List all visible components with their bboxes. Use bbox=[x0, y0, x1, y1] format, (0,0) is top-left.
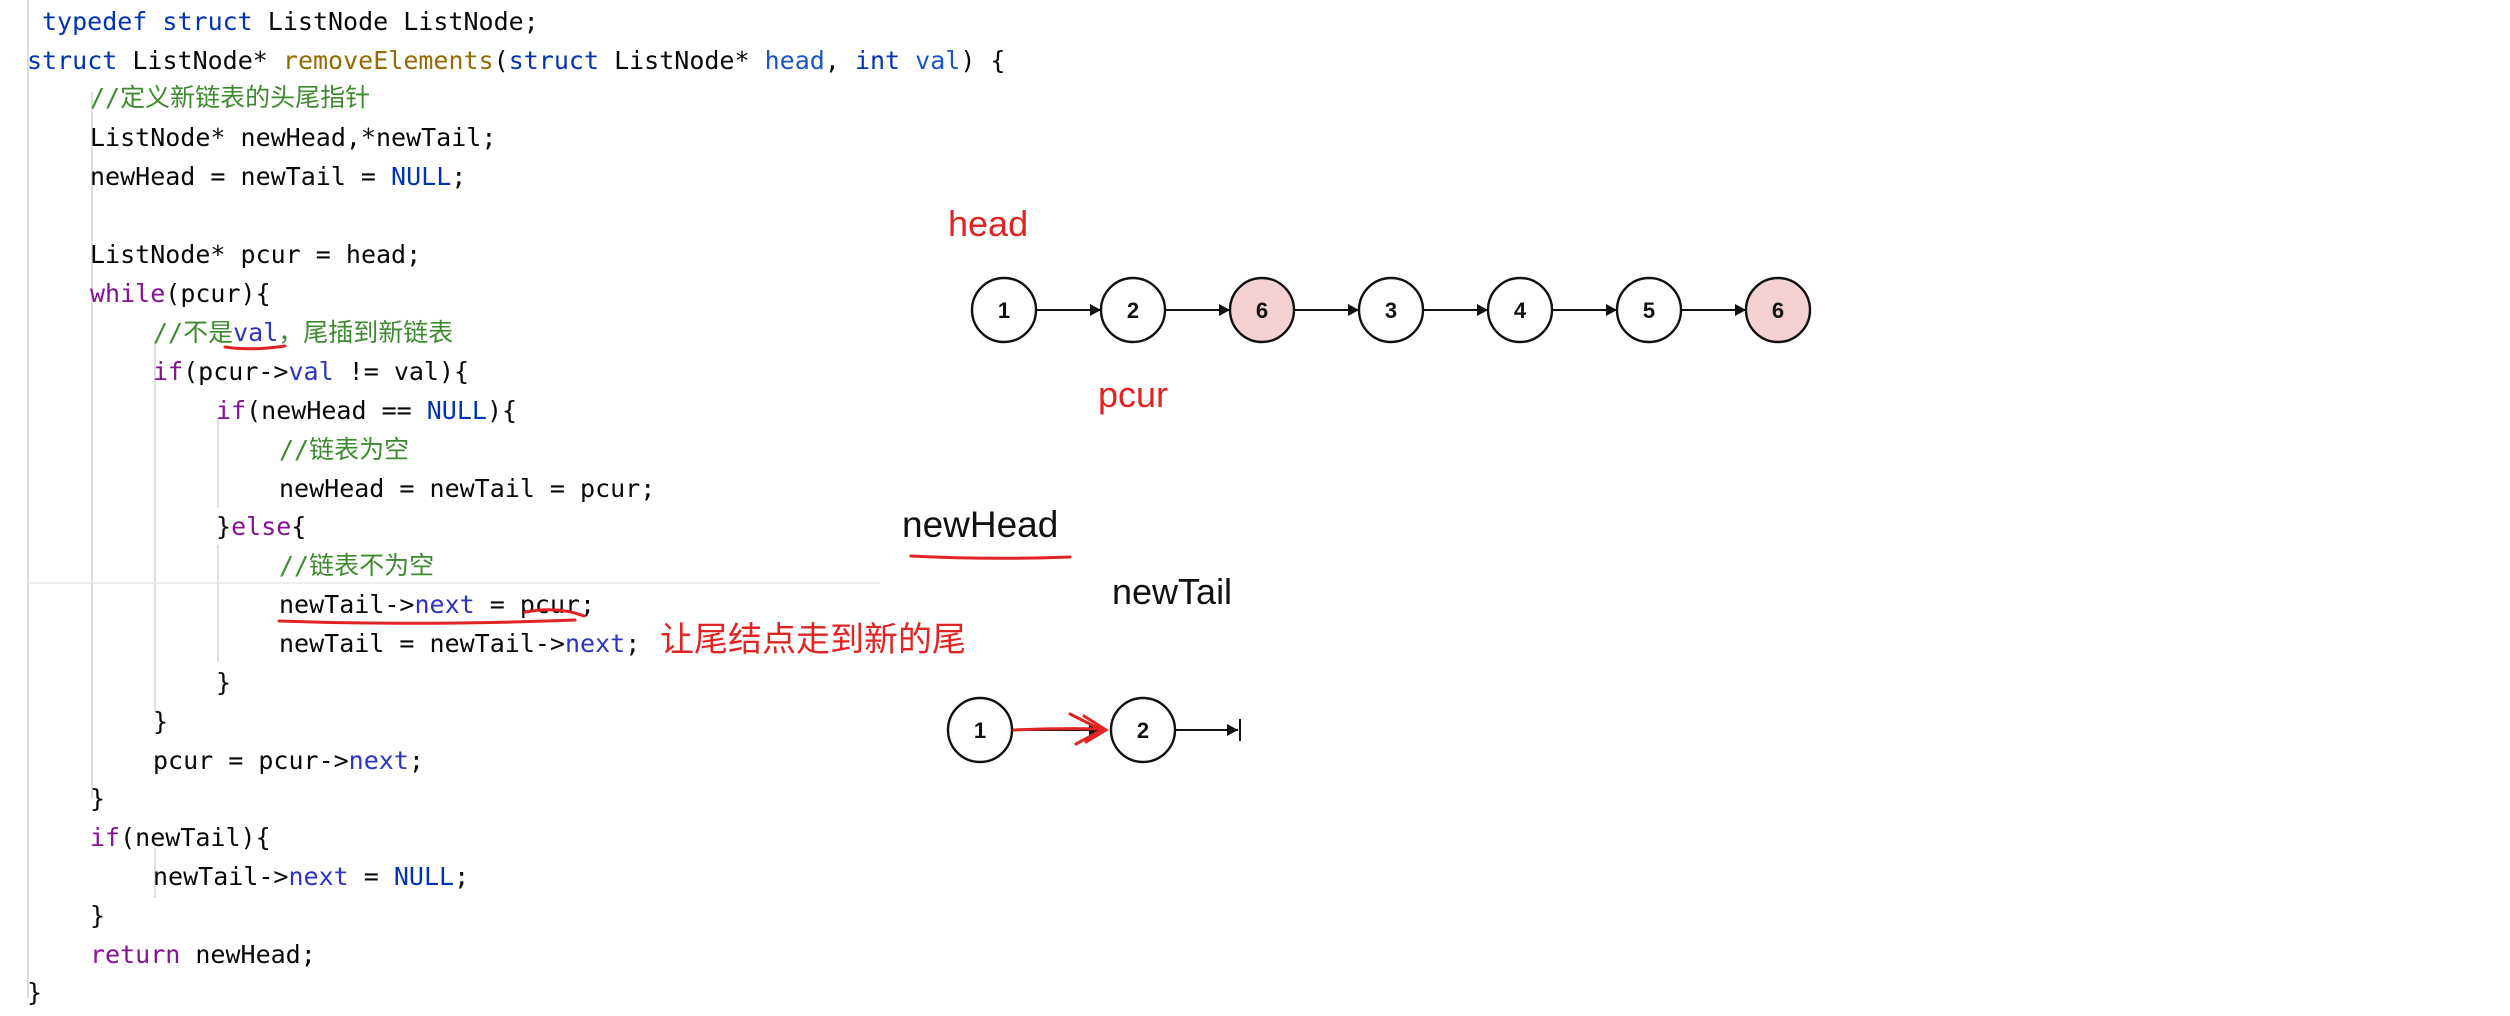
list-node-label: 6 bbox=[1772, 298, 1784, 323]
code-line-16: newTail->next = pcur; bbox=[279, 590, 595, 619]
code-underlines bbox=[223, 344, 586, 625]
red-arrow-mark bbox=[1012, 712, 1109, 746]
code-line-8: while(pcur){ bbox=[90, 279, 271, 308]
code-line-15: //链表不为空 bbox=[279, 551, 434, 580]
new-linked-list: 1 2 bbox=[946, 696, 1241, 764]
code-line-25: return newHead; bbox=[90, 940, 316, 969]
code-line-11: if(newHead == NULL){ bbox=[216, 396, 517, 425]
code-line-9: //不是val，尾插到新链表 bbox=[153, 318, 453, 347]
main-linked-list: 1 2 6 3 4 5 6 bbox=[970, 276, 1812, 344]
list-node-label: 2 bbox=[1127, 298, 1139, 323]
list-node-label: 4 bbox=[1514, 298, 1527, 323]
newtail-label: newTail bbox=[1112, 571, 1232, 612]
annotation-text: 让尾结点走到新的尾 bbox=[660, 621, 966, 659]
arrow-head bbox=[1606, 304, 1617, 316]
list-node-label: 3 bbox=[1385, 298, 1397, 323]
code-line-3: //定义新链表的头尾指针 bbox=[90, 83, 370, 112]
code-line-1: typedef struct ListNode ListNode; bbox=[42, 7, 539, 36]
arrow-head bbox=[1219, 304, 1230, 316]
list-node-label: 6 bbox=[1256, 298, 1268, 323]
code-line-5: newHead = newTail = NULL; bbox=[90, 162, 466, 191]
code-line-23: newTail->next = NULL; bbox=[153, 862, 469, 891]
list-node-highlighted bbox=[1744, 276, 1812, 344]
code-line-20: pcur = pcur->next; bbox=[153, 746, 424, 775]
pcur-label: pcur bbox=[1098, 374, 1168, 415]
code-line-4: ListNode* newHead,*newTail; bbox=[90, 123, 496, 152]
newhead-underline bbox=[909, 554, 1072, 560]
arrow-head bbox=[1348, 304, 1359, 316]
kw-struct: struct bbox=[162, 7, 252, 36]
new-list-node-label: 1 bbox=[974, 718, 986, 743]
code-line-2: struct ListNode* removeElements(struct L… bbox=[27, 46, 1005, 75]
indent-guides bbox=[27, 0, 880, 998]
code-line-12: //链表为空 bbox=[279, 435, 409, 464]
code-line-18: } bbox=[216, 668, 231, 697]
arrow-head bbox=[1227, 724, 1238, 736]
new-list-node-label: 2 bbox=[1137, 718, 1149, 743]
kw-typedef: typedef bbox=[42, 7, 147, 36]
function-name: removeElements bbox=[283, 46, 494, 75]
head-label: head bbox=[948, 203, 1028, 244]
newhead-label: newHead bbox=[902, 504, 1058, 545]
arrow-head bbox=[1090, 304, 1101, 316]
code-editor: typedef struct ListNode ListNode; struct… bbox=[27, 7, 1005, 1007]
code-line-13: newHead = newTail = pcur; bbox=[279, 474, 655, 503]
code-line-26: } bbox=[27, 978, 42, 1007]
code-line-19: } bbox=[153, 707, 168, 736]
arrow-head bbox=[1477, 304, 1488, 316]
code-line-21: } bbox=[90, 784, 105, 813]
code-line-22: if(newTail){ bbox=[90, 823, 271, 852]
arrow-head bbox=[1735, 304, 1746, 316]
code-line-14: }else{ bbox=[216, 512, 306, 541]
list-node-label: 5 bbox=[1643, 298, 1655, 323]
code-line-17: newTail = newTail->next; bbox=[279, 629, 640, 658]
code-line-24: } bbox=[90, 901, 105, 930]
list-node-label: 1 bbox=[998, 298, 1010, 323]
code-line-10: if(pcur->val != val){ bbox=[153, 357, 469, 386]
code-line-7: ListNode* pcur = head; bbox=[90, 240, 421, 269]
